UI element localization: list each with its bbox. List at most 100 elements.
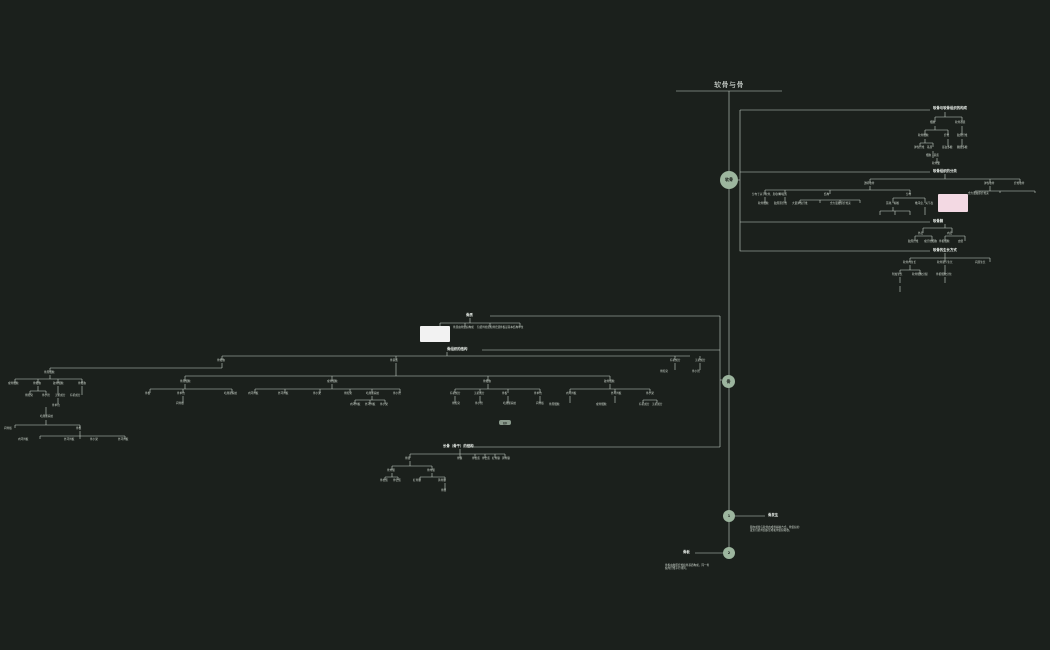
heading-perichondrium[interactable]: 软骨膜 <box>933 219 944 223</box>
node[interactable]: 骨原细胞 <box>549 403 560 406</box>
node[interactable]: 骨原细胞 <box>180 380 191 383</box>
node[interactable]: 骨祖细胞 <box>939 240 950 243</box>
node[interactable]: 哈弗斯系统 <box>366 392 379 395</box>
node[interactable]: 骨小管 <box>692 370 700 373</box>
node[interactable]: 有机成分 <box>670 359 681 362</box>
node[interactable]: 骨细胞 <box>78 382 86 385</box>
node[interactable]: 分布于关节软骨、肋软骨 <box>752 193 781 196</box>
node[interactable]: 骨小梁 <box>646 392 654 395</box>
node[interactable]: 间质生长 <box>975 261 986 264</box>
node[interactable]: 无机成分 <box>695 359 706 362</box>
node[interactable]: 骨板是基本结构单位 <box>500 326 524 329</box>
node[interactable]: 无机成分 <box>652 403 663 406</box>
node[interactable]: 间骨板 <box>176 402 184 405</box>
node[interactable]: 黄骨髓 <box>502 457 510 460</box>
node[interactable]: 骨陷窝 <box>452 402 460 405</box>
node[interactable]: 胶原纤维 <box>957 134 968 137</box>
node[interactable]: 骨小梁 <box>90 438 98 441</box>
node[interactable]: 基质 <box>927 146 933 149</box>
heading-osteogenesis[interactable]: 骨发生 <box>768 513 779 517</box>
node[interactable]: 软骨内生长 <box>903 261 916 264</box>
node[interactable]: 骨小梁 <box>380 403 388 406</box>
node[interactable]: 外环骨板 <box>365 403 376 406</box>
node[interactable]: 椎间盘、关节盘 <box>915 202 934 205</box>
node[interactable]: 骨小梁 <box>313 392 321 395</box>
heading-cartilage-growth[interactable]: 软骨的生长方式 <box>933 248 957 252</box>
node[interactable]: 软骨细胞 <box>918 134 929 137</box>
bone-image-thumbnail[interactable] <box>420 326 450 342</box>
node[interactable]: 红骨髓 <box>413 479 421 482</box>
node-bubble-2[interactable]: 2 <box>723 547 735 559</box>
node[interactable]: 纤维 <box>944 134 950 137</box>
node[interactable]: 软骨膜下生长 <box>937 261 953 264</box>
node[interactable]: 软骨基质 <box>955 121 966 124</box>
node[interactable]: 内环骨板 <box>18 438 29 441</box>
node[interactable]: 成纤维细胞 <box>924 240 937 243</box>
node[interactable]: 内层 <box>947 232 953 235</box>
node[interactable]: 无机成分 <box>474 392 485 395</box>
image-chip[interactable]: 图解 <box>499 420 511 425</box>
node[interactable]: 成骨细胞 <box>596 403 607 406</box>
node[interactable]: 外环骨板 <box>64 438 75 441</box>
node[interactable]: 骨祖细胞分化 <box>936 273 952 276</box>
node-bubble-cartilage[interactable]: 软骨 <box>720 171 738 189</box>
node[interactable]: 软骨细胞 <box>758 202 769 205</box>
node[interactable]: 纤维软骨 <box>1014 182 1025 185</box>
node[interactable]: 间骨板 <box>4 427 12 430</box>
node[interactable]: 骨陷窝 <box>344 392 352 395</box>
node[interactable]: 骨外膜 <box>387 469 395 472</box>
heading-bone-lamella[interactable]: 骨板 <box>683 550 690 554</box>
node[interactable]: 黄骨髓 <box>438 479 446 482</box>
node[interactable]: 胶原原纤维 <box>774 202 787 205</box>
node[interactable]: 含大量胶原纤维束 <box>830 202 851 205</box>
heading-long-bone-structure[interactable]: 长骨（骨干）的结构 <box>443 444 474 448</box>
node[interactable]: 软骨细胞分裂 <box>912 273 928 276</box>
node[interactable]: 骨单位 <box>52 404 60 407</box>
node[interactable]: 糖胺多糖 <box>957 146 968 149</box>
node[interactable]: 哈弗斯系统 <box>40 415 53 418</box>
node[interactable]: 骨板 <box>502 392 508 395</box>
node[interactable]: 外环骨板 <box>611 392 622 395</box>
heading-bone-matter[interactable]: 骨质 <box>466 313 473 317</box>
node[interactable]: 外环骨板 <box>278 392 289 395</box>
node[interactable]: 耳廓、咽喉 <box>886 202 899 205</box>
node[interactable]: 蛋白多糖 <box>942 146 953 149</box>
node[interactable]: 骨膜 <box>405 457 411 460</box>
node[interactable]: 无机成分 <box>55 394 66 397</box>
node[interactable]: 骨质由骨组织构成 <box>453 326 474 329</box>
node[interactable]: 有机成分 <box>70 394 81 397</box>
node[interactable]: 呼吸道 <box>779 193 787 196</box>
node-bubble-1[interactable]: 1 <box>723 510 735 522</box>
node[interactable]: 内环骨板 <box>248 392 259 395</box>
node[interactable]: 骨板 <box>76 427 82 430</box>
node[interactable]: 红骨髓 <box>492 457 500 460</box>
node[interactable]: 间骨板 <box>536 402 544 405</box>
node[interactable]: 细胞 · 基质 <box>926 154 939 157</box>
node[interactable]: 破骨细胞 <box>53 382 64 385</box>
node[interactable]: 骨原细胞 <box>44 371 55 374</box>
node[interactable]: 骨松质 <box>472 457 480 460</box>
node[interactable]: 骨陷窝 <box>25 394 33 397</box>
node[interactable]: 含大量胶原纤维束 <box>968 192 989 195</box>
node[interactable]: 成骨细胞 <box>327 380 338 383</box>
node[interactable]: 骨膜 <box>441 489 447 492</box>
node[interactable]: 骨细胞 <box>483 380 491 383</box>
node[interactable]: 分布 <box>906 193 912 196</box>
heading-bone-tissue-structure[interactable]: 骨组织的结构 <box>447 347 468 351</box>
node[interactable]: 血管 <box>958 240 964 243</box>
node[interactable]: 骨小管 <box>475 402 483 405</box>
node[interactable]: 骨单位 <box>177 392 185 395</box>
node[interactable]: 骨细胞 <box>217 359 225 362</box>
node[interactable]: 骨陷窝 <box>660 370 668 373</box>
node[interactable]: 骨基质 <box>390 359 398 362</box>
node[interactable]: 弹性软骨 <box>984 182 995 185</box>
node[interactable]: 骨密质 <box>393 479 401 482</box>
node[interactable]: 骨小管 <box>42 394 50 397</box>
node[interactable]: 骨密质 <box>482 457 490 460</box>
heading-cartilage-types[interactable]: 软骨组织的分类 <box>933 169 957 173</box>
node[interactable]: 内环骨板 <box>566 392 577 395</box>
node[interactable]: 有机成分 <box>639 403 650 406</box>
cartilage-image-thumbnail[interactable] <box>938 194 968 212</box>
heading-cartilage-composition[interactable]: 软骨与软骨组织的构成 <box>933 106 967 110</box>
node[interactable]: 骨髓 <box>457 457 463 460</box>
